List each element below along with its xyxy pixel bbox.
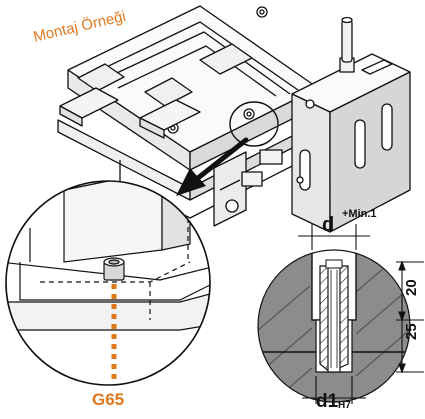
bore-symbol-label: d <box>322 214 335 236</box>
section-view <box>257 224 424 404</box>
dimension-lines <box>298 224 424 404</box>
magnifier-ring <box>229 101 279 147</box>
depth-lower-label: 25 <box>403 323 420 340</box>
part-code-label: G65 <box>92 390 125 409</box>
pin-part <box>103 257 125 281</box>
pin-tolerance-label: H7 <box>338 400 351 411</box>
depth-upper-label: 20 <box>403 279 420 296</box>
pin-symbol-label: d1 <box>316 391 339 412</box>
assembly-illustration <box>57 5 411 233</box>
arrow-icon <box>176 137 249 196</box>
bore-tolerance-label: +Min.1 <box>342 208 377 220</box>
